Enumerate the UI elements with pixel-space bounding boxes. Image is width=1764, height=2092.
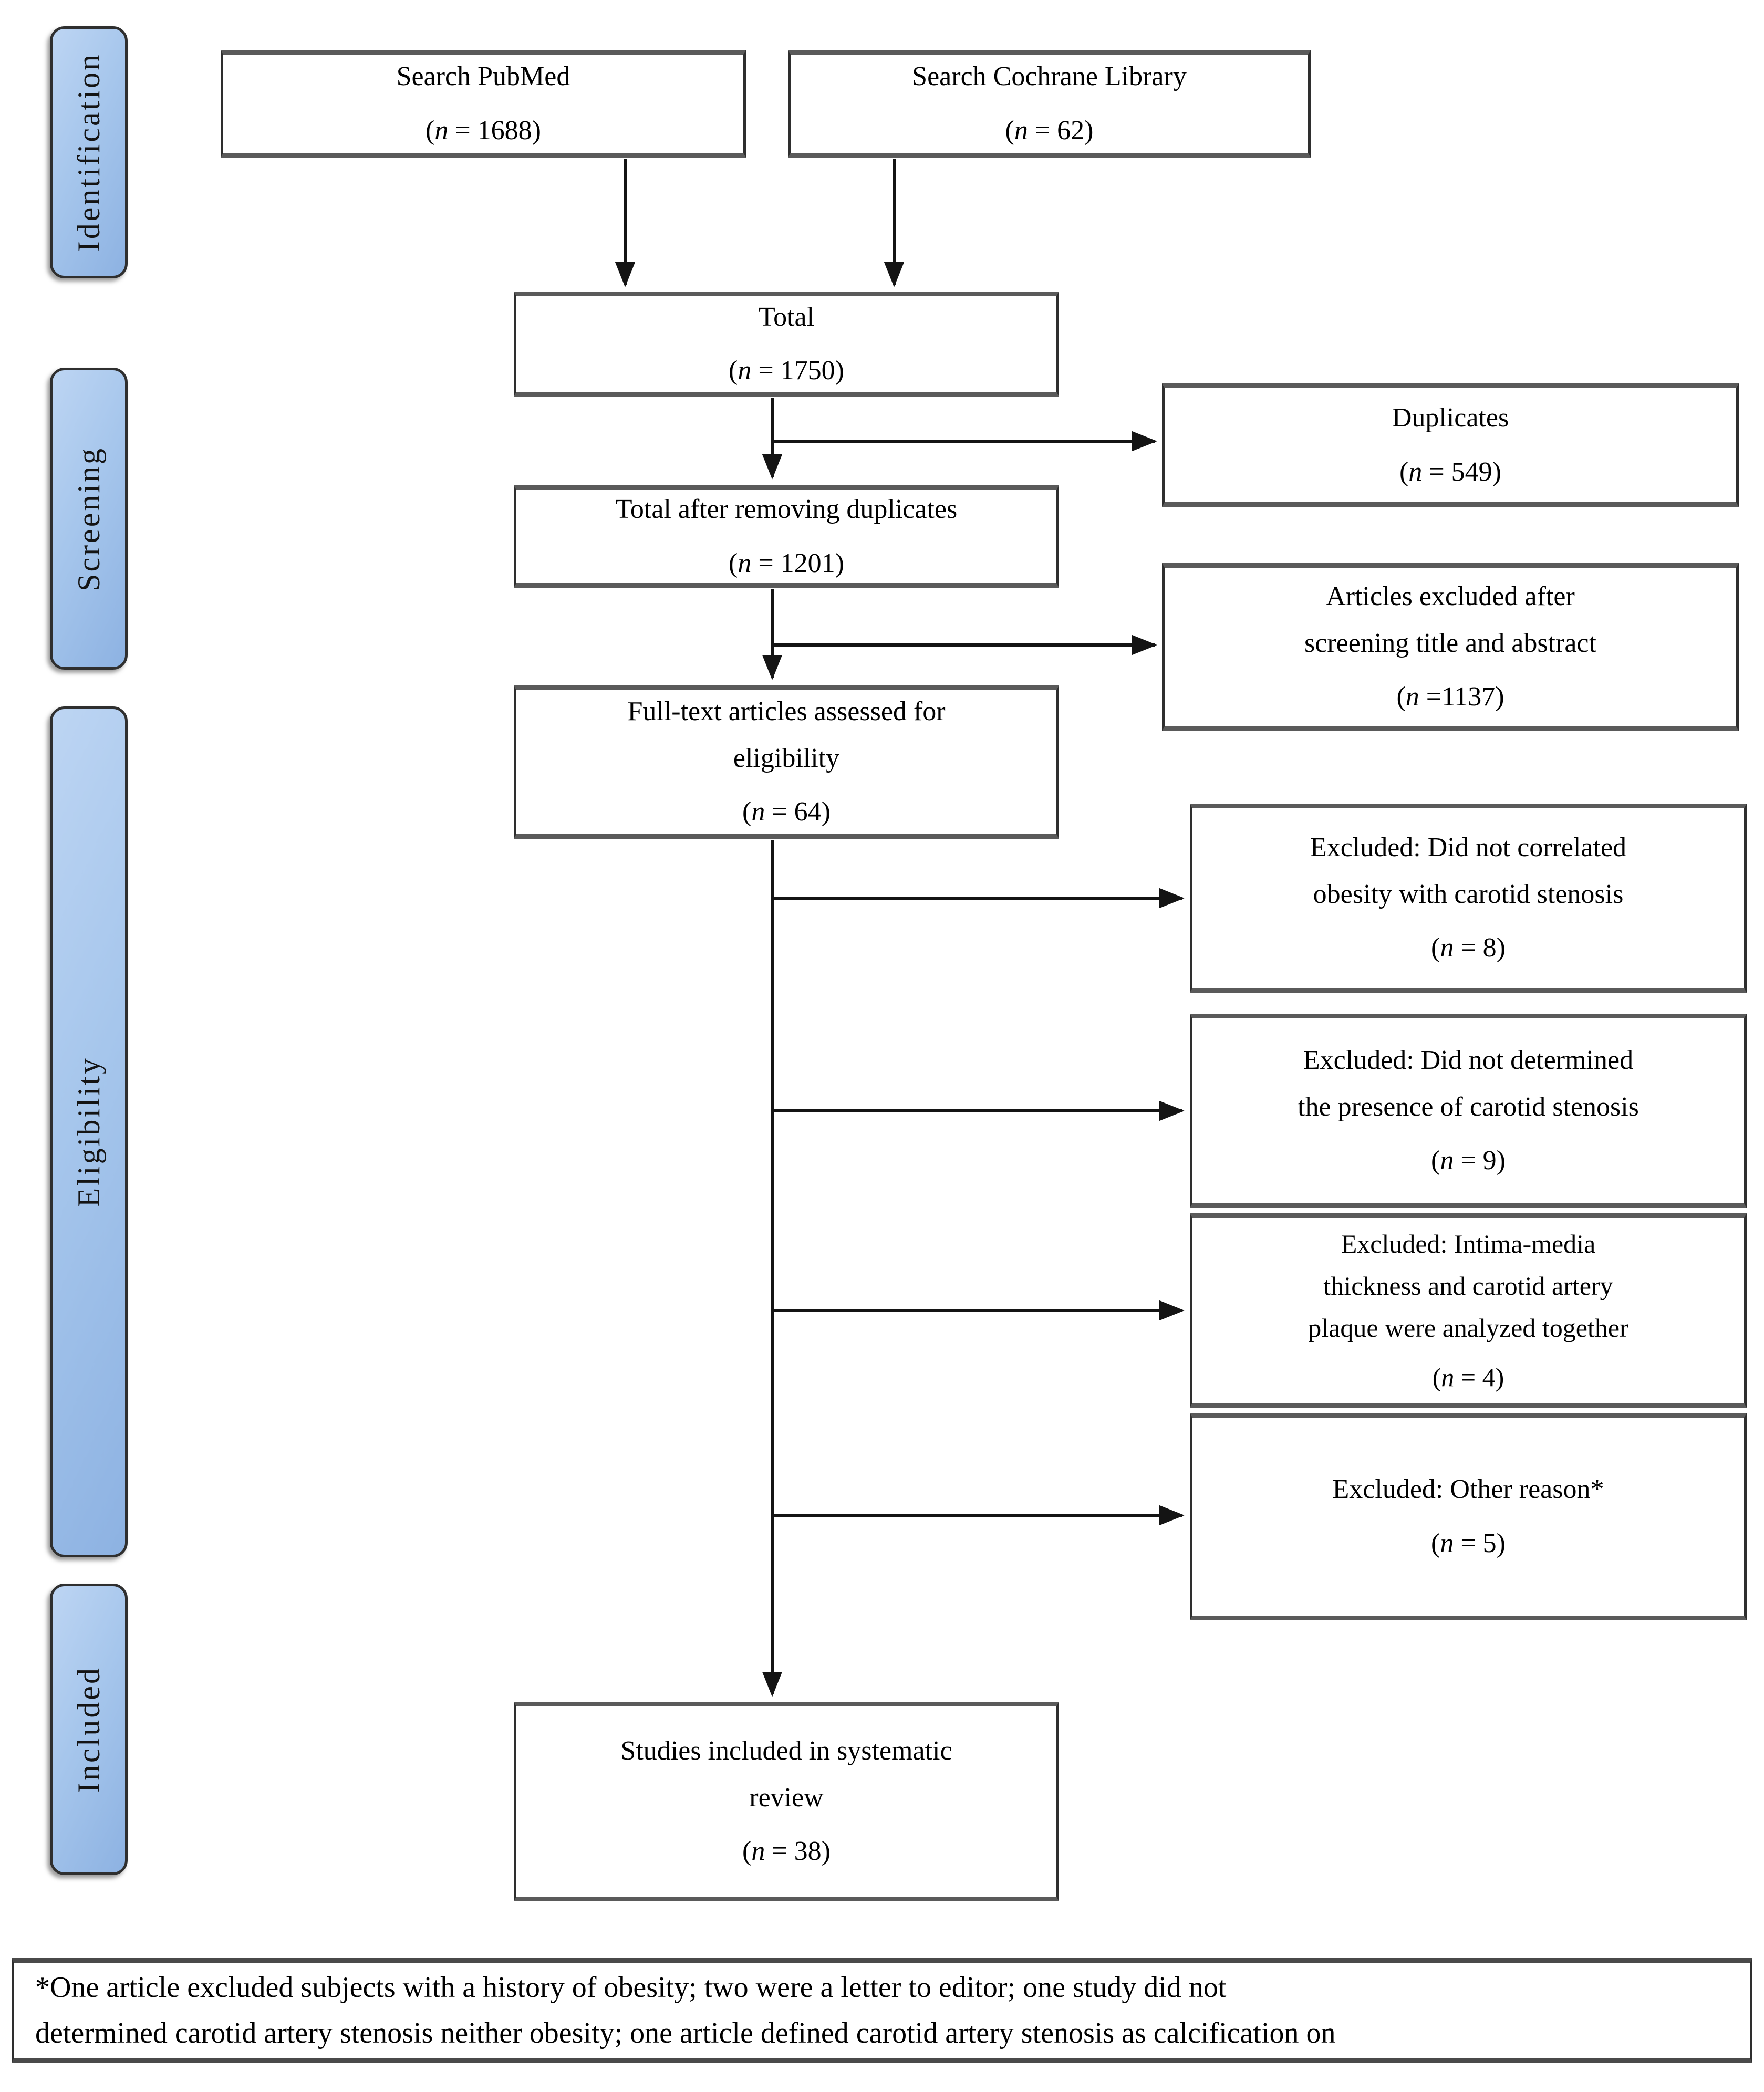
box-total: Total (n = 1750): [514, 292, 1059, 397]
stage-label-screening: Screening: [71, 446, 106, 591]
box-total-after-duplicates-count: (n = 1201): [729, 548, 844, 578]
box-total-count: (n = 1750): [729, 356, 844, 386]
box-fulltext-assessed-count: (n = 64): [742, 797, 831, 827]
footnote-box: *One article excluded subjects with a hi…: [12, 1958, 1752, 2063]
box-search-pubmed-count: (n = 1688): [426, 115, 541, 145]
box-duplicates-count: (n = 549): [1399, 456, 1501, 487]
box-search-pubmed: Search PubMed (n = 1688): [221, 50, 746, 158]
stage-tab-screening: Screening: [50, 368, 128, 670]
box-excluded-no-determination-count: (n = 9): [1431, 1146, 1506, 1176]
stage-label-included: Included: [71, 1666, 106, 1793]
stage-tab-eligibility: Eligibility: [50, 706, 128, 1557]
stage-label-eligibility: Eligibility: [71, 1056, 106, 1208]
box-excluded-other-reason-count: (n = 5): [1431, 1528, 1506, 1558]
box-excluded-screening-label: Articles excluded after screening title …: [1304, 581, 1596, 658]
box-excluded-screening-count: (n =1137): [1396, 682, 1504, 712]
box-total-after-duplicates-label: Total after removing duplicates: [615, 494, 958, 525]
box-search-cochrane-label: Search Cochrane Library: [912, 61, 1187, 92]
box-studies-included: Studies included in systematic review (n…: [514, 1702, 1059, 1901]
box-excluded-screening: Articles excluded after screening title …: [1162, 563, 1739, 731]
box-studies-included-label: Studies included in systematic review: [620, 1736, 952, 1813]
box-excluded-imt-plaque-count: (n = 4): [1432, 1362, 1504, 1392]
stage-tab-identification: Identification: [50, 26, 128, 278]
box-search-cochrane: Search Cochrane Library (n = 62): [788, 50, 1311, 158]
box-total-after-duplicates: Total after removing duplicates (n = 120…: [514, 485, 1059, 588]
box-excluded-no-correlation-count: (n = 8): [1431, 933, 1506, 963]
box-excluded-no-determination: Excluded: Did not determined the presenc…: [1190, 1014, 1747, 1208]
box-search-pubmed-label: Search PubMed: [396, 61, 570, 92]
footnote-text: *One article excluded subjects with a hi…: [35, 1971, 1336, 2049]
stage-tab-included: Included: [50, 1584, 128, 1875]
box-excluded-imt-plaque: Excluded: Intima-media thickness and car…: [1190, 1213, 1747, 1408]
box-studies-included-count: (n = 38): [742, 1836, 831, 1867]
stage-label-identification: Identification: [71, 53, 106, 252]
box-excluded-no-determination-label: Excluded: Did not determined the presenc…: [1298, 1045, 1639, 1122]
box-total-label: Total: [758, 301, 815, 332]
box-excluded-no-correlation: Excluded: Did not correlated obesity wit…: [1190, 804, 1747, 993]
box-excluded-other-reason-label: Excluded: Other reason*: [1332, 1474, 1604, 1505]
box-excluded-other-reason: Excluded: Other reason* (n = 5): [1190, 1413, 1747, 1620]
box-duplicates-label: Duplicates: [1392, 403, 1509, 433]
box-search-cochrane-count: (n = 62): [1005, 115, 1094, 145]
box-fulltext-assessed: Full-text articles assessed for eligibil…: [514, 685, 1059, 839]
box-duplicates: Duplicates (n = 549): [1162, 383, 1739, 507]
box-excluded-imt-plaque-label: Excluded: Intima-media thickness and car…: [1308, 1229, 1628, 1342]
box-excluded-no-correlation-label: Excluded: Did not correlated obesity wit…: [1310, 832, 1627, 909]
box-fulltext-assessed-label: Full-text articles assessed for eligibil…: [627, 696, 946, 773]
